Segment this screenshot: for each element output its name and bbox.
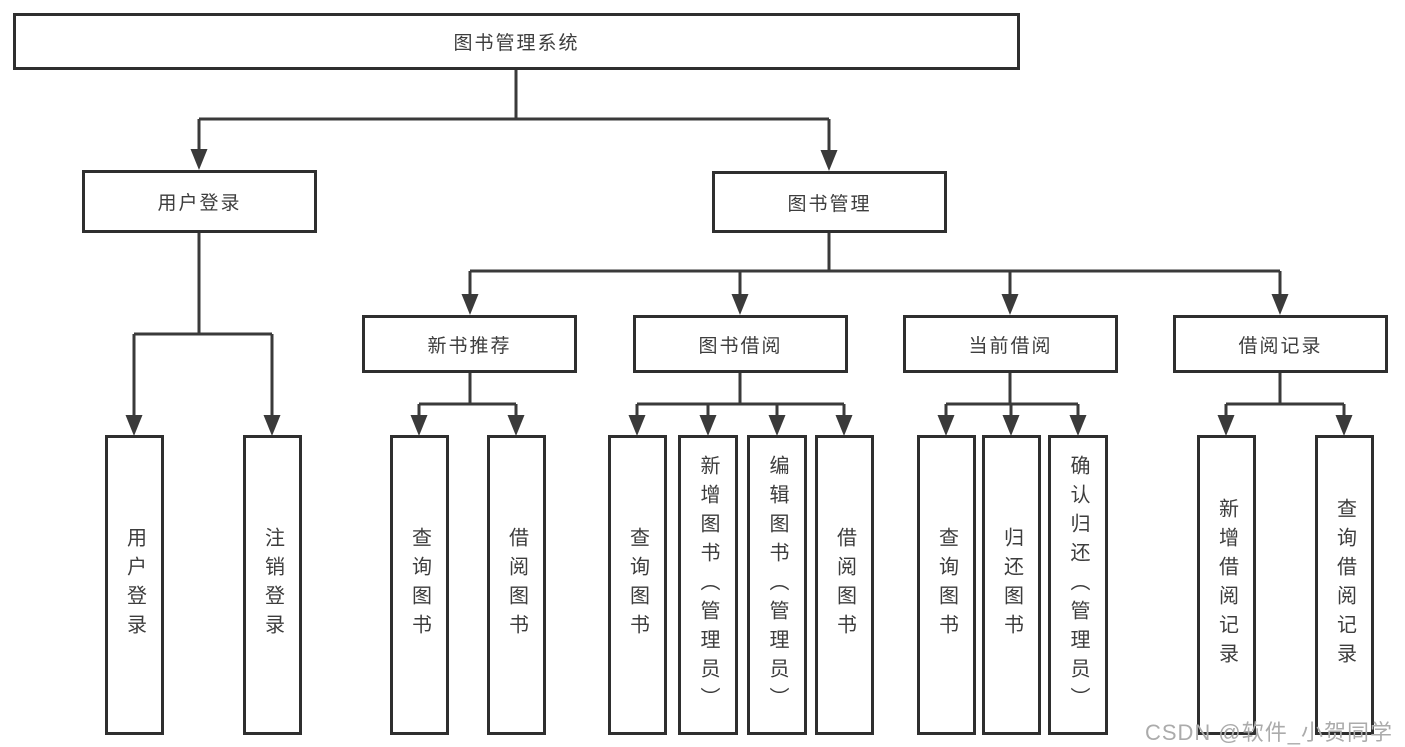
leaf-current-confirm-return-admin: 确认归还（管理员） [1048, 435, 1108, 735]
leaf-label: 确认归还（管理员） [1067, 454, 1089, 716]
leaf-recommend-borrow-books: 借阅图书 [487, 435, 546, 735]
leaf-borrow-query-books: 查询图书 [608, 435, 667, 735]
leaf-label: 查询借阅记录 [1333, 498, 1356, 672]
leaf-label: 借阅图书 [505, 527, 528, 643]
watermark: CSDN @软件_小贺同学 [1144, 720, 1393, 745]
leaf-recommend-query-books: 查询图书 [390, 435, 449, 735]
leaf-borrow-borrow-books: 借阅图书 [815, 435, 874, 735]
leaf-logout: 注销登录 [243, 435, 302, 735]
node-label: 借阅记录 [1238, 335, 1323, 357]
node-borrowing-records: 借阅记录 [1173, 315, 1388, 373]
leaf-current-query-books: 查询图书 [917, 435, 976, 735]
leaf-user-login: 用户登录 [105, 435, 164, 735]
node-book-borrowing: 图书借阅 [633, 315, 848, 373]
leaf-label: 查询图书 [626, 527, 649, 643]
leaf-label: 归还图书 [1000, 527, 1023, 643]
leaf-label: 编辑图书（管理员） [766, 454, 788, 716]
leaf-label: 借阅图书 [833, 527, 856, 643]
leaf-borrow-edit-books-admin: 编辑图书（管理员） [747, 435, 807, 735]
node-user-login: 用户登录 [82, 170, 317, 233]
node-label: 图书管理 [787, 193, 872, 215]
node-label: 图书借阅 [698, 335, 783, 357]
leaf-borrow-add-books-admin: 新增图书（管理员） [678, 435, 738, 735]
leaf-label: 用户登录 [123, 527, 146, 643]
leaf-label: 注销登录 [261, 527, 284, 643]
node-label: 新书推荐 [427, 335, 512, 357]
node-label: 当前借阅 [968, 335, 1053, 357]
node-new-book-recommendation: 新书推荐 [362, 315, 577, 373]
node-library-management-system: 图书管理系统 [13, 13, 1020, 70]
leaf-label: 查询图书 [935, 527, 958, 643]
node-label: 图书管理系统 [453, 33, 580, 54]
leaf-label: 新增借阅记录 [1215, 498, 1238, 672]
leaf-current-return-books: 归还图书 [982, 435, 1041, 735]
node-label: 用户登录 [157, 193, 242, 214]
leaf-label: 新增图书（管理员） [697, 454, 719, 716]
leaf-records-add-record: 新增借阅记录 [1197, 435, 1256, 735]
node-current-borrowing: 当前借阅 [903, 315, 1118, 373]
node-book-management: 图书管理 [712, 171, 947, 233]
leaf-records-query-record: 查询借阅记录 [1315, 435, 1374, 735]
leaf-label: 查询图书 [408, 527, 431, 643]
